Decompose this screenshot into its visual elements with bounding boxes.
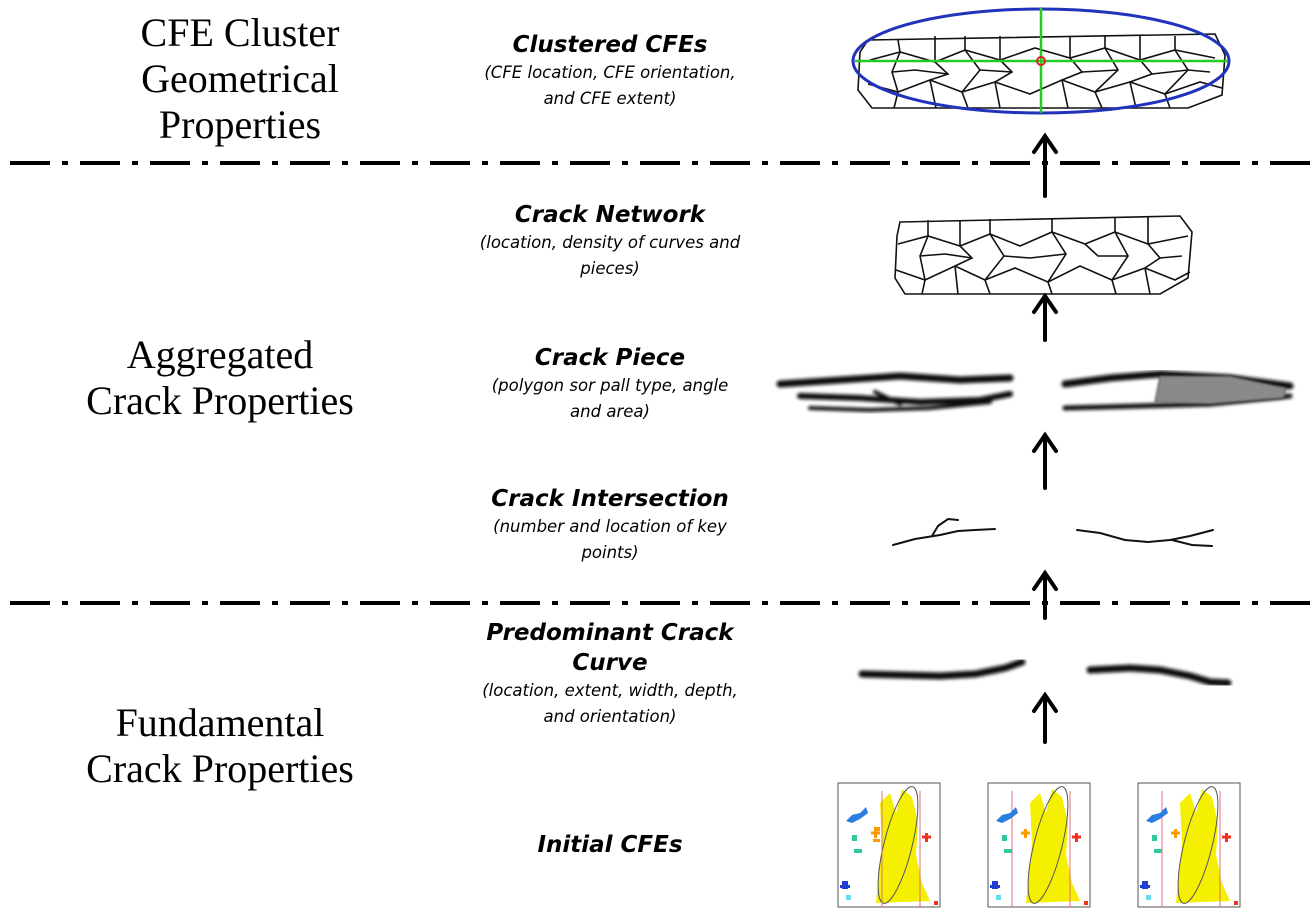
arrow-up-icon [1032, 431, 1058, 490]
predominant-curve-figure [858, 658, 1232, 687]
level-description: (CFE location, CFE orientation, and CFE … [484, 63, 736, 108]
initial-cfe-thumbnail [1137, 782, 1241, 908]
level-title: Clustered CFEs [512, 32, 708, 58]
crack-network-figure [894, 215, 1193, 295]
arrows [1032, 132, 1058, 744]
level-title: Crack Network [514, 202, 706, 228]
initial-cfe-thumbnail [837, 782, 941, 908]
crack-piece-polygon [1154, 375, 1287, 405]
level-clustered-cfes: Clustered CFEs (CFE location, CFE orient… [440, 30, 780, 112]
crack-piece-figure [776, 370, 1294, 413]
initial-cfe-thumbnails [837, 782, 1241, 908]
group-label-fundamental: Fundamental Crack Properties [86, 700, 354, 791]
arrow-up-icon [1032, 691, 1058, 744]
level-description: (polygon sor pall type, angle and area) [491, 376, 729, 421]
arrow-up-icon [1032, 132, 1058, 198]
level-crack-intersection: Crack Intersection (number and location … [440, 484, 780, 566]
level-description: (location, extent, width, depth, and ori… [482, 681, 738, 726]
level-crack-piece: Crack Piece (polygon sor pall type, angl… [440, 343, 780, 425]
arrow-up-icon [1032, 569, 1058, 620]
level-title: Predominant Crack Curve [486, 620, 734, 676]
level-description: (location, density of curves and pieces) [479, 233, 741, 278]
initial-cfe-thumbnail [987, 782, 1091, 908]
clustered-cfe-figure [851, 7, 1231, 115]
group-label-cluster: CFE Cluster Geometrical Properties [140, 10, 340, 147]
level-title: Crack Piece [534, 345, 686, 371]
level-initial-cfes: Initial CFEs [440, 830, 780, 860]
arrow-up-icon [1032, 292, 1058, 342]
level-title: Initial CFEs [537, 832, 683, 858]
level-title: Crack Intersection [491, 486, 729, 512]
level-crack-network: Crack Network (location, density of curv… [440, 200, 780, 282]
group-label-aggregated: Aggregated Crack Properties [86, 332, 354, 423]
cluster-center [1036, 56, 1046, 66]
level-description: (number and location of key points) [493, 517, 727, 562]
crack-intersection-figure [892, 517, 1214, 547]
level-predominant-crack-curve: Predominant Crack Curve (location, exten… [440, 618, 780, 730]
